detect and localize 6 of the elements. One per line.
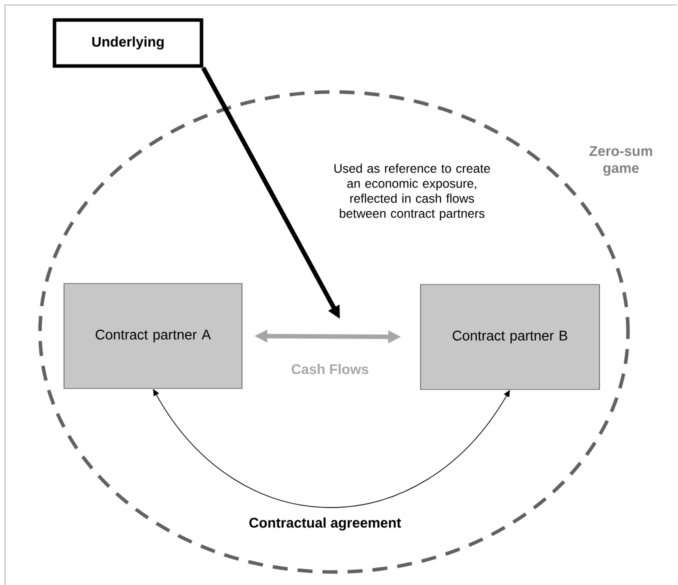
partner-box: Contract partner B — [420, 284, 600, 390]
partner-box: Contract partner A — [64, 283, 242, 389]
edge-label: Cash Flows — [292, 364, 368, 374]
edge-label: Used as reference to create an economic exposure, reflected in cash flows between contract partners — [334, 164, 490, 220]
underlying-box: Underlying — [52, 18, 204, 68]
edge-label: Contractual agreement — [249, 517, 402, 531]
